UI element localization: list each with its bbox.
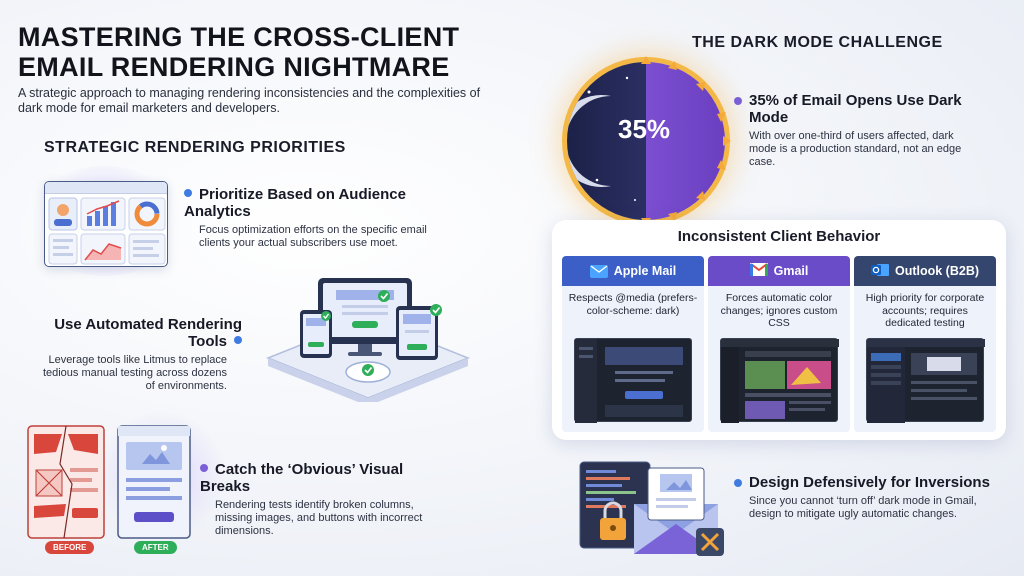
dark-mode-stat-body: With over one-third of users affected, d… <box>749 130 962 168</box>
bullet-dot-icon <box>234 336 242 344</box>
outlook-dark-screenshot <box>866 338 985 423</box>
defensive-design-title: Design Defensively for Inversions <box>734 474 1002 491</box>
priority-item-3-title: Catch the ‘Obvious’ Visual Breaks <box>200 461 404 495</box>
dark-mode-circle <box>567 62 725 220</box>
client-column-gmail: Gmail Forces automatic color changes; ig… <box>708 256 850 432</box>
priority-item-1: Prioritize Based on Audience Analytics F… <box>184 186 454 250</box>
bullet-dot-icon <box>734 97 742 105</box>
priority-item-2-title: Use Automated Rendering Tools <box>54 316 242 350</box>
priority-item-3: Catch the ‘Obvious’ Visual Breaks Render… <box>200 461 440 538</box>
defensive-design-body: Since you cannot ‘turn off’ dark mode in… <box>749 495 977 520</box>
bullet-dot-icon <box>184 189 192 197</box>
analytics-dashboard-illustration <box>44 181 168 267</box>
dark-mode-stat: 35% of Email Opens Use Dark Mode With ov… <box>734 92 974 169</box>
before-badge: BEFORE <box>45 541 95 554</box>
priority-item-2: Use Automated Rendering Tools Leverage t… <box>42 316 242 393</box>
priority-item-1-body: Focus optimization efforts on the specif… <box>199 224 427 249</box>
chart-icon <box>48 197 166 265</box>
client-behavior-heading: Inconsistent Client Behavior <box>677 228 881 245</box>
defensive-design-illustration <box>579 461 724 556</box>
client-header-gmail: Gmail <box>708 256 850 286</box>
title-line-1: MASTERING THE CROSS-CLIENT <box>18 22 460 52</box>
bullet-dot-icon <box>200 464 208 472</box>
after-badge: AFTER <box>134 541 177 554</box>
client-column-outlook: Outlook (B2B) High priority for corporat… <box>854 256 996 432</box>
fixed-email-illustration <box>117 425 191 539</box>
priority-item-1-title: Prioritize Based on Audience Analytics <box>184 186 406 220</box>
dark-mode-heading: THE DARK MODE CHALLENGE <box>692 34 943 51</box>
defensive-design: Design Defensively for Inversions Since … <box>734 474 1002 521</box>
title-line-2: EMAIL RENDERING NIGHTMARE <box>18 52 450 82</box>
client-column-apple-mail: Apple Mail Respects @media (prefers-colo… <box>562 256 704 432</box>
client-text-outlook: High priority for corporate accounts; re… <box>865 292 985 329</box>
apple-mail-dark-screenshot <box>574 338 692 423</box>
gmail-icon <box>749 263 768 279</box>
client-header-outlook: Outlook (B2B) <box>854 256 996 286</box>
bullet-dot-icon <box>734 479 742 487</box>
outlook-icon <box>870 263 889 280</box>
moon-icon <box>567 76 636 201</box>
priority-item-2-body: Leverage tools like Litmus to replace te… <box>42 354 227 392</box>
client-header-apple-mail: Apple Mail <box>562 256 704 286</box>
priority-item-3-body: Rendering tests identify broken columns,… <box>215 499 423 537</box>
gmail-dark-screenshot <box>720 338 839 423</box>
dark-mode-stat-title: 35% of Email Opens Use Dark Mode <box>734 92 974 126</box>
dark-mode-percent: 35% <box>618 114 671 144</box>
priorities-heading: STRATEGIC RENDERING PRIORITIES <box>44 139 346 156</box>
client-behavior-card: Inconsistent Client Behavior Apple Mail … <box>552 220 1006 440</box>
mail-icon <box>589 264 608 278</box>
broken-email-illustration <box>27 425 105 539</box>
client-text-gmail: Forces automatic color changes; ignores … <box>720 292 838 329</box>
page-title: MASTERING THE CROSS-CLIENT EMAIL RENDERI… <box>18 22 518 82</box>
client-text-apple-mail: Respects @media (prefers-color-scheme: d… <box>568 292 698 317</box>
multi-device-testing-illustration <box>265 278 471 402</box>
page-subtitle: A strategic approach to managing renderi… <box>18 86 481 115</box>
